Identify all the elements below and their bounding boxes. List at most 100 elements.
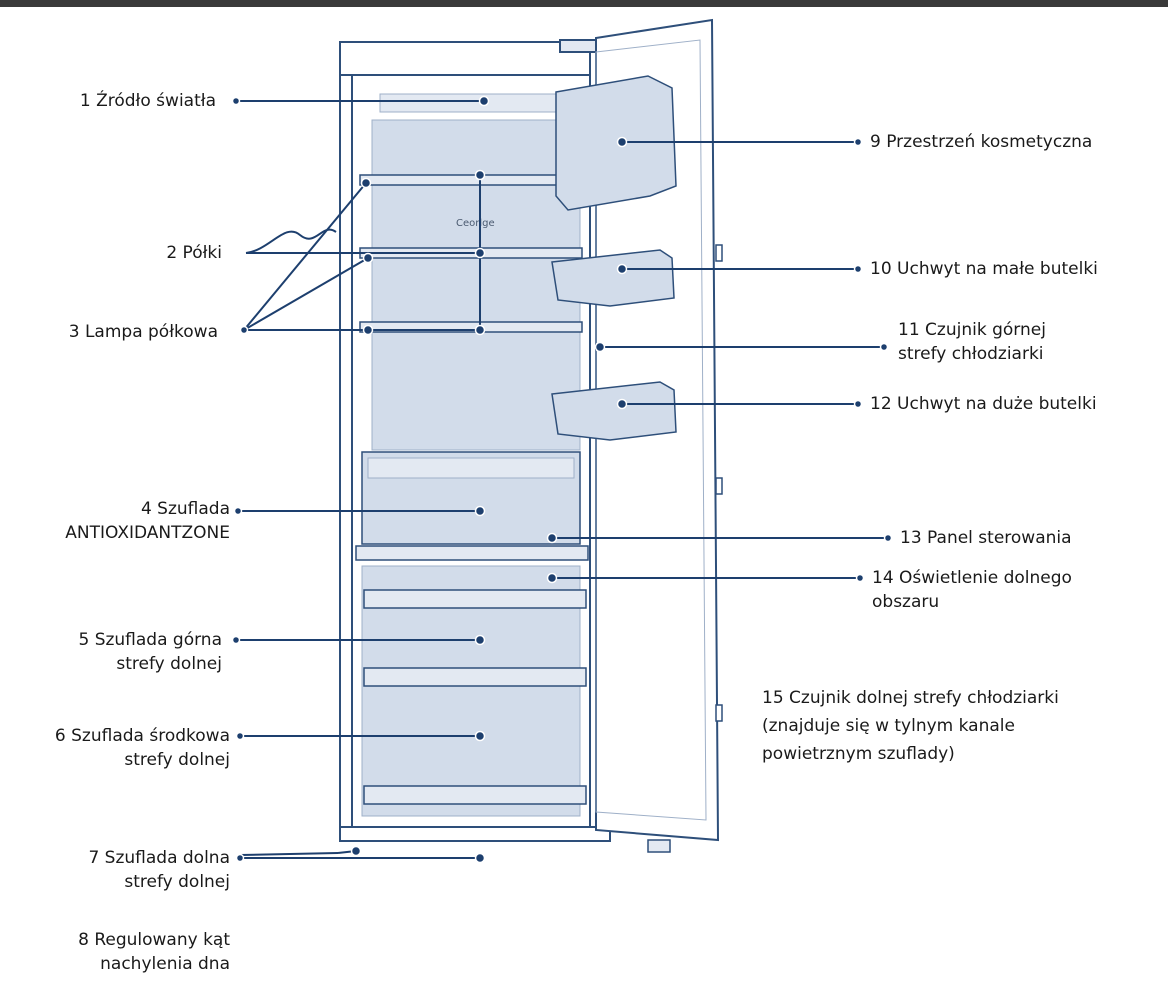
- label-9-line-1: 9 Przestrzeń kosmetyczna: [870, 132, 1093, 152]
- dot-3-target-b: [362, 252, 374, 264]
- door-hinge-1: [715, 244, 723, 262]
- large-bottle-holder: [551, 381, 677, 441]
- label-14-line-1: 14 Oświetlenie dolnego: [872, 568, 1072, 588]
- antioxidantzone-drawer-front: [367, 457, 575, 479]
- dot-2-target-a: [474, 169, 486, 181]
- dot-3-label: [239, 325, 249, 335]
- cabinet-base: [339, 826, 611, 842]
- label-6-middle-drawer: 6 Szuflada środkowa strefy dolnej: [55, 724, 230, 772]
- label-14-lower-area-lighting: 14 Oświetlenie dolnego obszaru: [872, 566, 1072, 614]
- cosmetic-compartment: [555, 75, 677, 211]
- label-8-line-2: nachylenia dna: [100, 954, 230, 974]
- label-13-line-1: 13 Panel sterowania: [900, 528, 1072, 548]
- label-12-line-1: 12 Uchwyt na duże butelki: [870, 394, 1097, 414]
- label-15-line-3: powietrznym szuflady): [762, 744, 955, 764]
- label-4-antioxidantzone-drawer: 4 Szuflada ANTIOXIDANTZONE: [65, 497, 230, 545]
- label-8-line-1: 8 Regulowany kąt: [78, 930, 230, 950]
- dot-13-label: [883, 533, 893, 543]
- shelf-3: [359, 321, 583, 333]
- door-inner-outline: [595, 39, 707, 821]
- upper-chamber-interior: [371, 119, 581, 451]
- leader-3b: [243, 257, 369, 331]
- dot-14-target: [546, 572, 558, 584]
- lower-chamber: [355, 451, 589, 817]
- label-5-line-2: strefy dolnej: [116, 654, 222, 674]
- dot-14-label: [855, 573, 865, 583]
- dot-11-target: [594, 341, 606, 353]
- dot-3-target-a: [360, 177, 372, 189]
- leader-lines: [236, 100, 888, 859]
- label-4-line-2: ANTIOXIDANTZONE: [65, 523, 230, 543]
- leader-3a: [243, 182, 367, 331]
- shelf-1: [359, 174, 583, 186]
- label-1-light-source: 1 Źródło światła: [80, 89, 216, 113]
- label-11-line-1: 11 Czujnik górnej: [898, 320, 1046, 340]
- label-15-lower-zone-sensor: 15 Czujnik dolnej strefy chłodziarki (zn…: [762, 684, 1059, 768]
- label-9-cosmetic-space: 9 Przestrzeń kosmetyczna: [870, 130, 1092, 154]
- dot-11-label: [879, 342, 889, 352]
- label-11-upper-zone-sensor: 11 Czujnik górnej strefy chłodziarki: [898, 318, 1046, 366]
- label-6-line-2: strefy dolnej: [124, 750, 230, 770]
- label-2-line-1: 2 Półki: [166, 243, 222, 263]
- label-10-line-1: 10 Uchwyt na małe butelki: [870, 259, 1098, 279]
- label-15-line-1: 15 Czujnik dolnej strefy chłodziarki: [762, 688, 1059, 708]
- door-logo: Ceorlge: [456, 218, 495, 229]
- label-2-shelves: 2 Półki: [166, 241, 222, 265]
- label-8-adjustable-angle: 8 Regulowany kąt nachylenia dna: [78, 928, 230, 976]
- label-1-line-1: 1 Źródło światła: [79, 91, 216, 111]
- dot-5-target: [474, 634, 486, 646]
- dot-7-label: [235, 853, 245, 863]
- dot-2-target-c: [474, 324, 486, 336]
- leader-2-curve: [245, 228, 337, 254]
- label-7-bottom-drawer: 7 Szuflada dolna strefy dolnej: [88, 846, 230, 894]
- fridge-door: [551, 18, 723, 853]
- label-12-large-bottle-holder: 12 Uchwyt na duże butelki: [870, 392, 1097, 416]
- label-15-line-2: (znajduje się w tylnym kanale: [762, 716, 1015, 736]
- dot-5-label: [231, 635, 241, 645]
- dot-7-target: [474, 852, 486, 864]
- small-bottle-holder: [551, 249, 675, 307]
- label-4-line-1: 4 Szuflada: [140, 499, 230, 519]
- dot-6-label: [235, 731, 245, 741]
- label-14-line-2: obszaru: [872, 592, 940, 612]
- dot-3-target-c: [362, 324, 374, 336]
- label-11-line-2: strefy chłodziarki: [898, 344, 1044, 364]
- label-7-line-1: 7 Szuflada dolna: [88, 848, 230, 868]
- dot-9-target: [616, 136, 628, 148]
- dot-10-label: [853, 264, 863, 274]
- upper-drawer-front: [363, 589, 587, 609]
- label-3-shelf-lamp: 3 Lampa półkowa: [69, 320, 218, 344]
- label-13-control-panel: 13 Panel sterowania: [900, 526, 1072, 550]
- label-5-line-1: 5 Szuflada górna: [78, 630, 222, 650]
- dot-10-target: [616, 263, 628, 275]
- dot-4-target: [474, 505, 486, 517]
- dot-12-label: [853, 399, 863, 409]
- dot-8-target: [350, 845, 362, 857]
- dot-12-target: [616, 398, 628, 410]
- callout-dots: [231, 95, 893, 864]
- dot-1-target: [478, 95, 490, 107]
- dot-6-target: [474, 730, 486, 742]
- door-foot: [647, 839, 671, 853]
- label-7-line-2: strefy dolnej: [124, 872, 230, 892]
- dot-13-target: [546, 532, 558, 544]
- label-3-line-1: 3 Lampa półkowa: [68, 322, 218, 342]
- label-6-line-1: 6 Szuflada środkowa: [54, 726, 230, 746]
- upper-chamber: Ceorlge: [359, 93, 583, 451]
- leader-8: [239, 852, 339, 856]
- door-hinge-3: [715, 704, 723, 722]
- bottom-drawer-front: [363, 785, 587, 805]
- label-5-upper-drawer: 5 Szuflada górna strefy dolnej: [78, 628, 222, 676]
- dot-4-label: [233, 506, 243, 516]
- middle-drawer-front: [363, 667, 587, 687]
- dot-1-label: [231, 96, 241, 106]
- dot-2-target-b: [474, 247, 486, 259]
- door-hinge-2: [715, 477, 723, 495]
- label-10-small-bottle-holder: 10 Uchwyt na małe butelki: [870, 257, 1098, 281]
- dot-9-label: [853, 137, 863, 147]
- light-source-housing: [379, 93, 571, 113]
- top-bar: [0, 0, 1168, 7]
- control-panel-bar: [355, 545, 589, 561]
